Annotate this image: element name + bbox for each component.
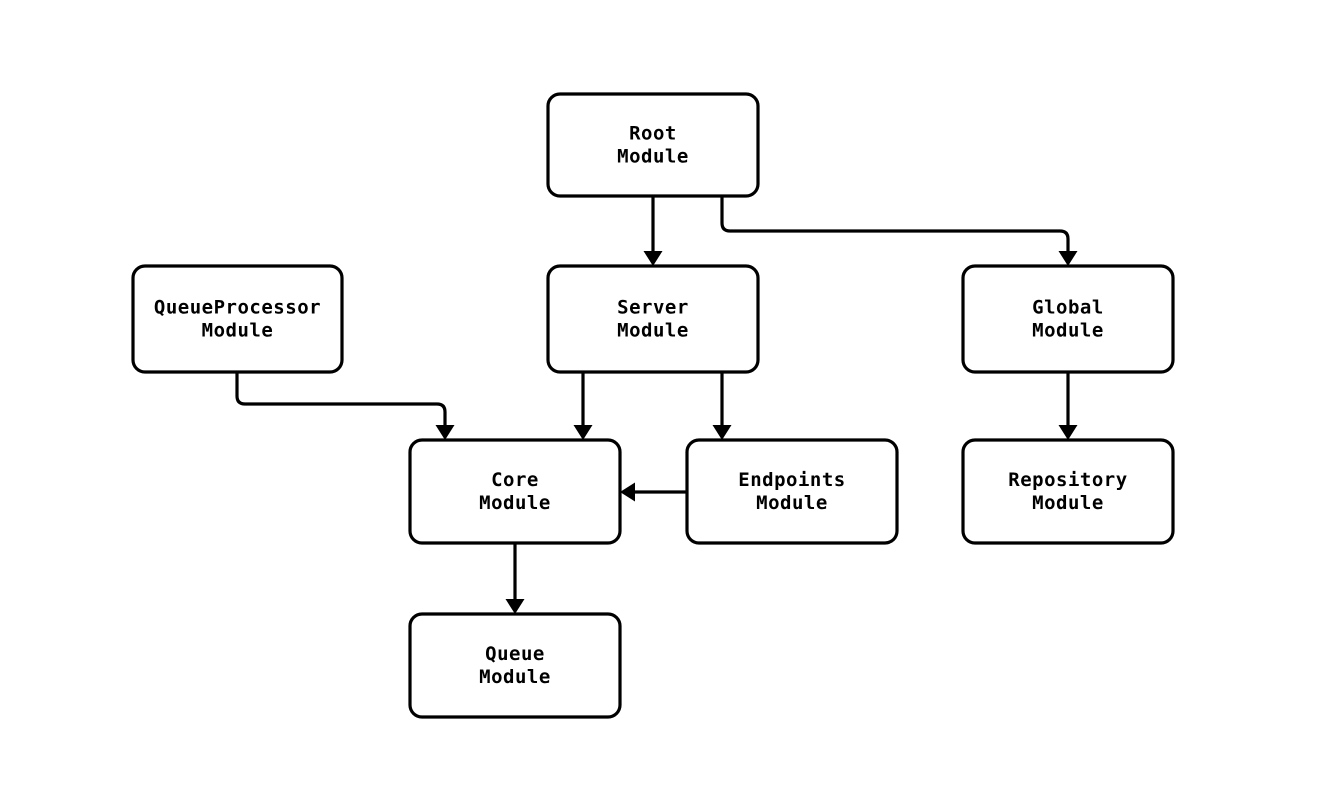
edge-endpoints-to-core [620, 482, 687, 502]
node-label-line1: Endpoints [738, 469, 845, 491]
arrow-head-icon [1058, 251, 1078, 266]
node-label-line1: Root [629, 123, 677, 145]
edge-global-to-repository [1058, 372, 1078, 440]
node-box [546, 92, 760, 198]
node-label-line1: Core [491, 469, 539, 491]
arrow-head-icon [620, 482, 635, 502]
node-label-line2: Module [479, 666, 551, 688]
edge-root-to-server [643, 196, 663, 266]
nodes-layer: RootModuleQueueProcessorModuleServerModu… [131, 92, 1175, 719]
node-label-line2: Module [617, 320, 689, 342]
node-label-line2: Module [479, 492, 551, 514]
edge-queueprocessor-to-core [235, 372, 455, 440]
node-box [685, 438, 899, 545]
node-label-line1: Queue [485, 643, 545, 665]
node-label-line2: Module [202, 320, 274, 342]
arrow-head-icon [505, 599, 525, 614]
node-label-line2: Module [756, 492, 828, 514]
edge-line [720, 196, 1070, 258]
edge-server-to-core [573, 372, 593, 440]
edge-root-to-global [720, 196, 1078, 266]
edge-server-to-endpoints [712, 372, 732, 440]
edge-line [235, 372, 447, 432]
arrow-head-icon [712, 425, 732, 440]
node-label-line1: Global [1032, 297, 1104, 319]
node-box [408, 438, 622, 545]
node-label-line1: Repository [1008, 469, 1127, 491]
arrow-head-icon [435, 425, 455, 440]
node-label-line2: Module [617, 146, 689, 168]
node-label-line1: QueueProcessor [154, 297, 321, 319]
node-label-line2: Module [1032, 492, 1104, 514]
node-box [131, 264, 344, 374]
node-label-line2: Module [1032, 320, 1104, 342]
edge-core-to-queue [505, 543, 525, 614]
node-label-line1: Server [617, 297, 689, 319]
node-box [546, 264, 760, 374]
node-box [961, 264, 1175, 374]
edges-layer [235, 196, 1078, 614]
arrow-head-icon [573, 425, 593, 440]
arrow-head-icon [1058, 425, 1078, 440]
arrow-head-icon [643, 251, 663, 266]
node-box [408, 612, 622, 719]
node-box [961, 438, 1175, 545]
